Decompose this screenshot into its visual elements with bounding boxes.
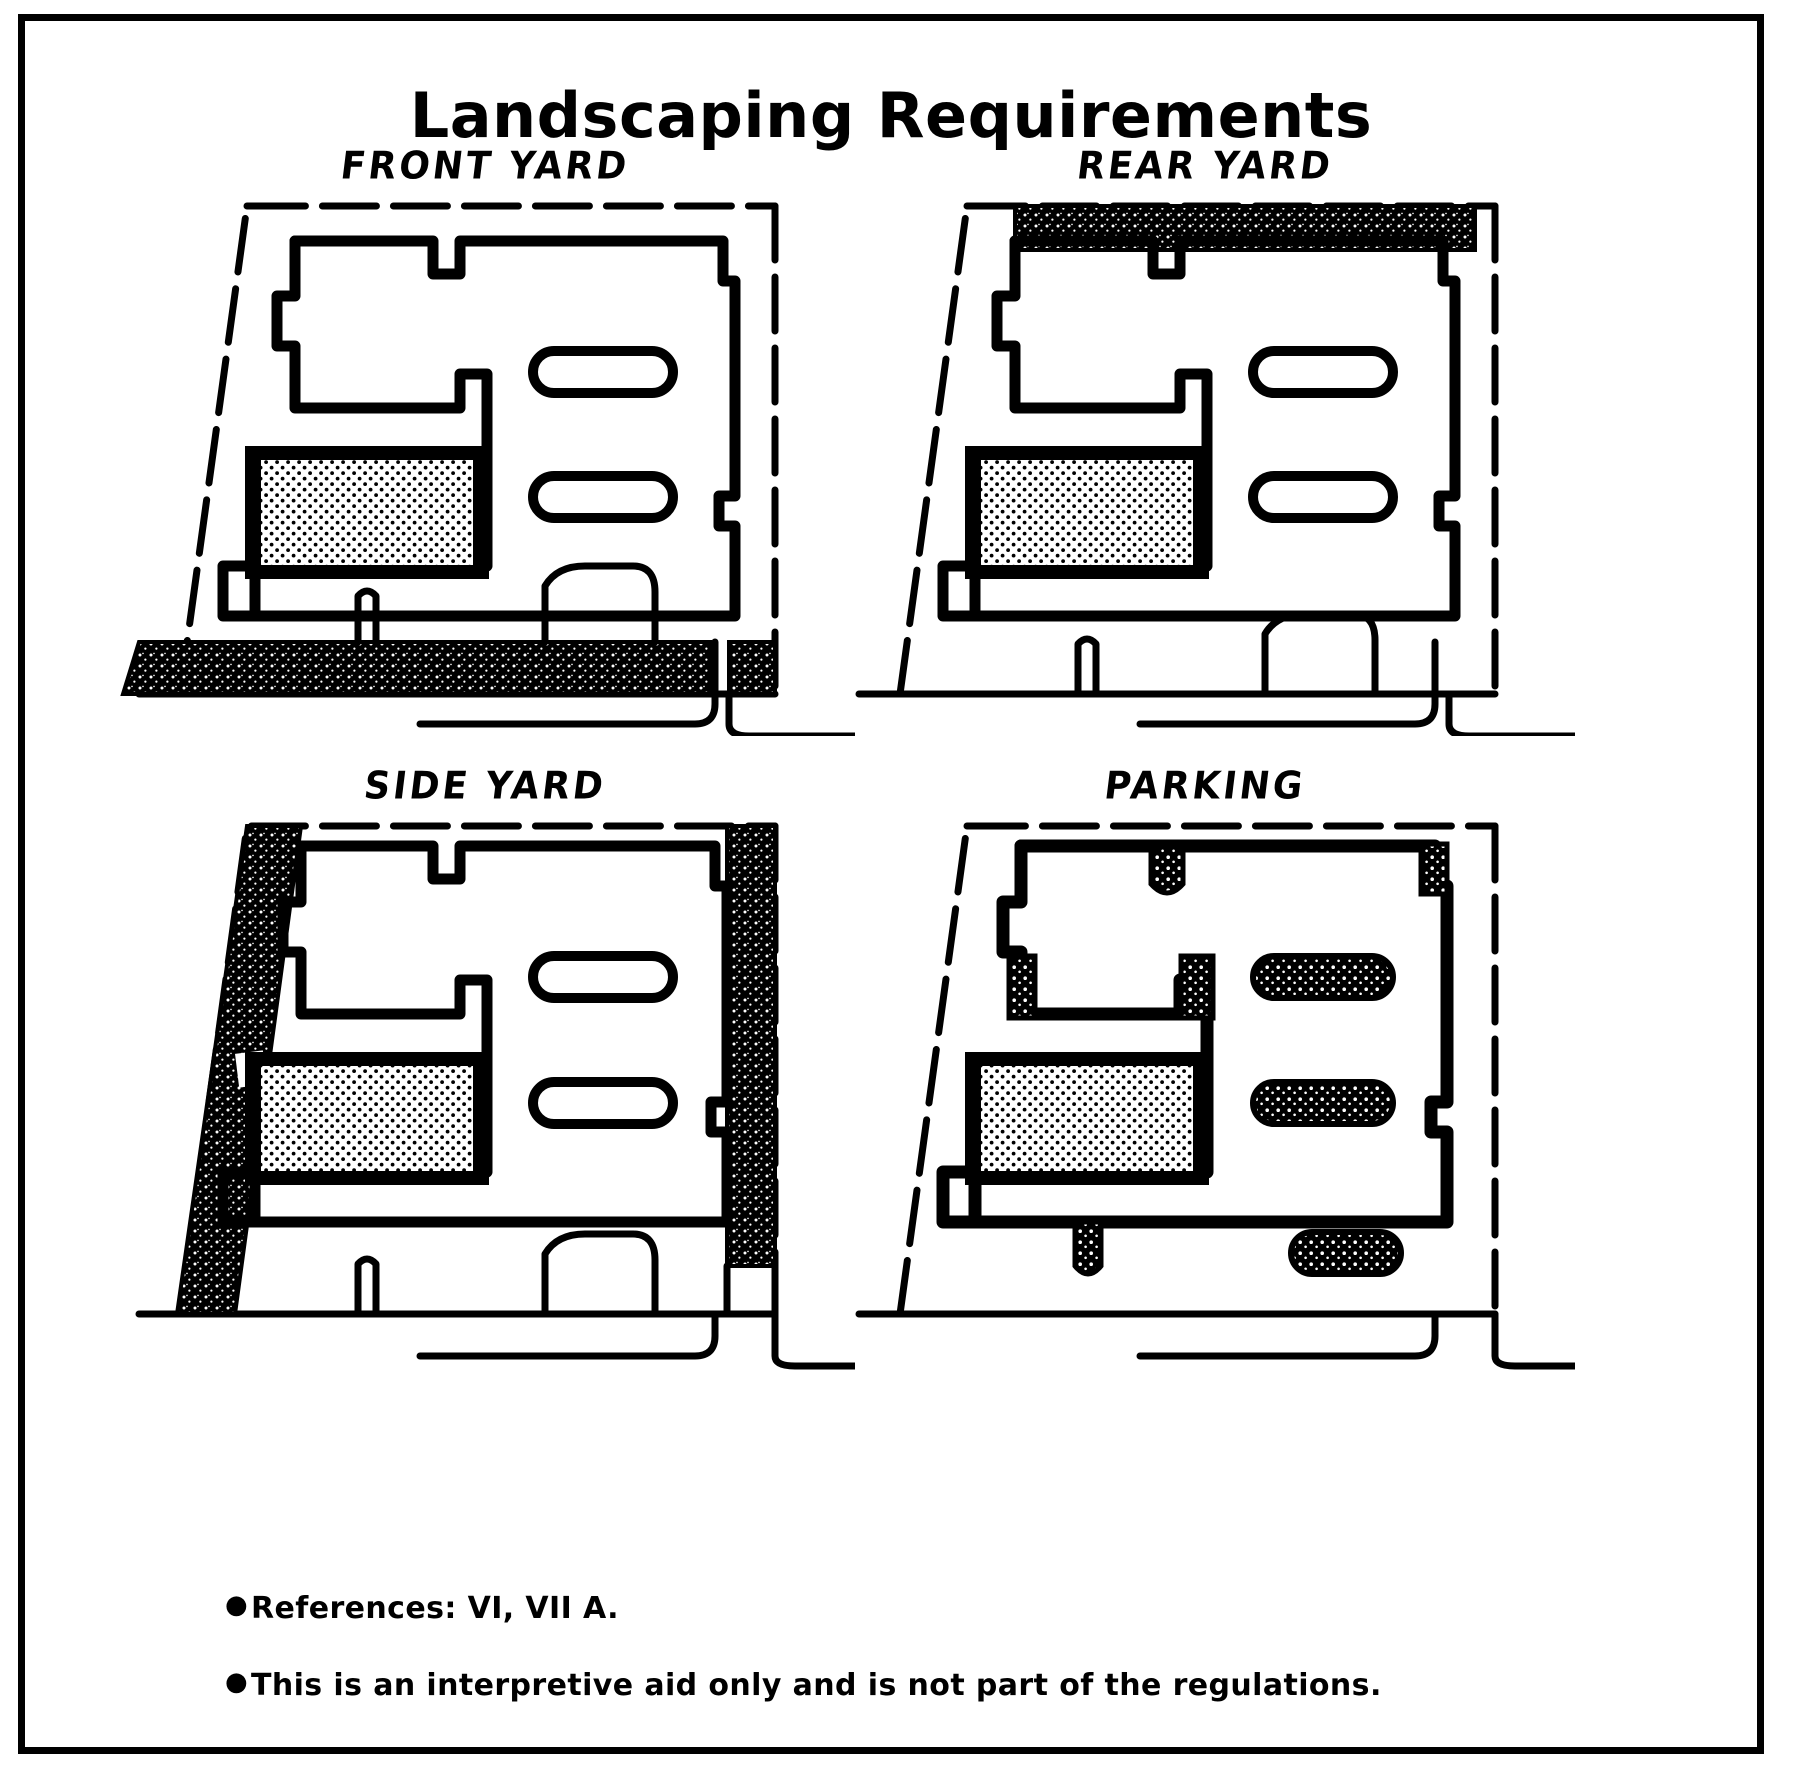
stall-shape: [528, 346, 678, 523]
stipple-pad: [245, 446, 489, 579]
panel-side-yard: SIDE YARD: [115, 765, 855, 1386]
stall-shape: [1250, 1079, 1396, 1127]
sheet-border: Landscaping Requirements FRONT YARD: [18, 14, 1764, 1754]
stall-shape: [1250, 953, 1396, 1001]
panel-front-yard: FRONT YARD: [115, 145, 855, 736]
site-plan-front-yard: [120, 202, 855, 736]
stall-shape: [1248, 346, 1398, 523]
stall-shape: [528, 951, 678, 1129]
stipple-pad: [245, 1052, 489, 1185]
page-title: Landscaping Requirements: [409, 79, 1373, 152]
site-plan-parking: [855, 822, 1575, 1370]
site-plan-side-yard: [135, 822, 855, 1370]
note-disclaimer-text: This is an interpretive aid only and is …: [251, 1668, 1382, 1703]
bullet-icon: ●: [225, 1590, 249, 1620]
highlight-parking-stalls: [1006, 841, 1450, 1277]
note-references: ● References: VI, VII A.: [225, 1591, 1625, 1626]
site-plan-rear-yard: [855, 202, 1575, 736]
panel-rear-yard: REAR YARD: [835, 145, 1575, 736]
note-references-text: References: VI, VII A.: [251, 1591, 619, 1626]
notes-block: ● References: VI, VII A. ● This is an in…: [225, 1591, 1625, 1745]
note-disclaimer: ● This is an interpretive aid only and i…: [225, 1668, 1625, 1703]
stipple-pad: [965, 446, 1209, 579]
panel-parking: PARKING: [835, 765, 1575, 1386]
bullet-icon: ●: [225, 1667, 249, 1697]
stipple-pad: [965, 1052, 1209, 1185]
highlight-front-strip: [120, 640, 777, 696]
stall-shape: [1288, 1229, 1404, 1277]
